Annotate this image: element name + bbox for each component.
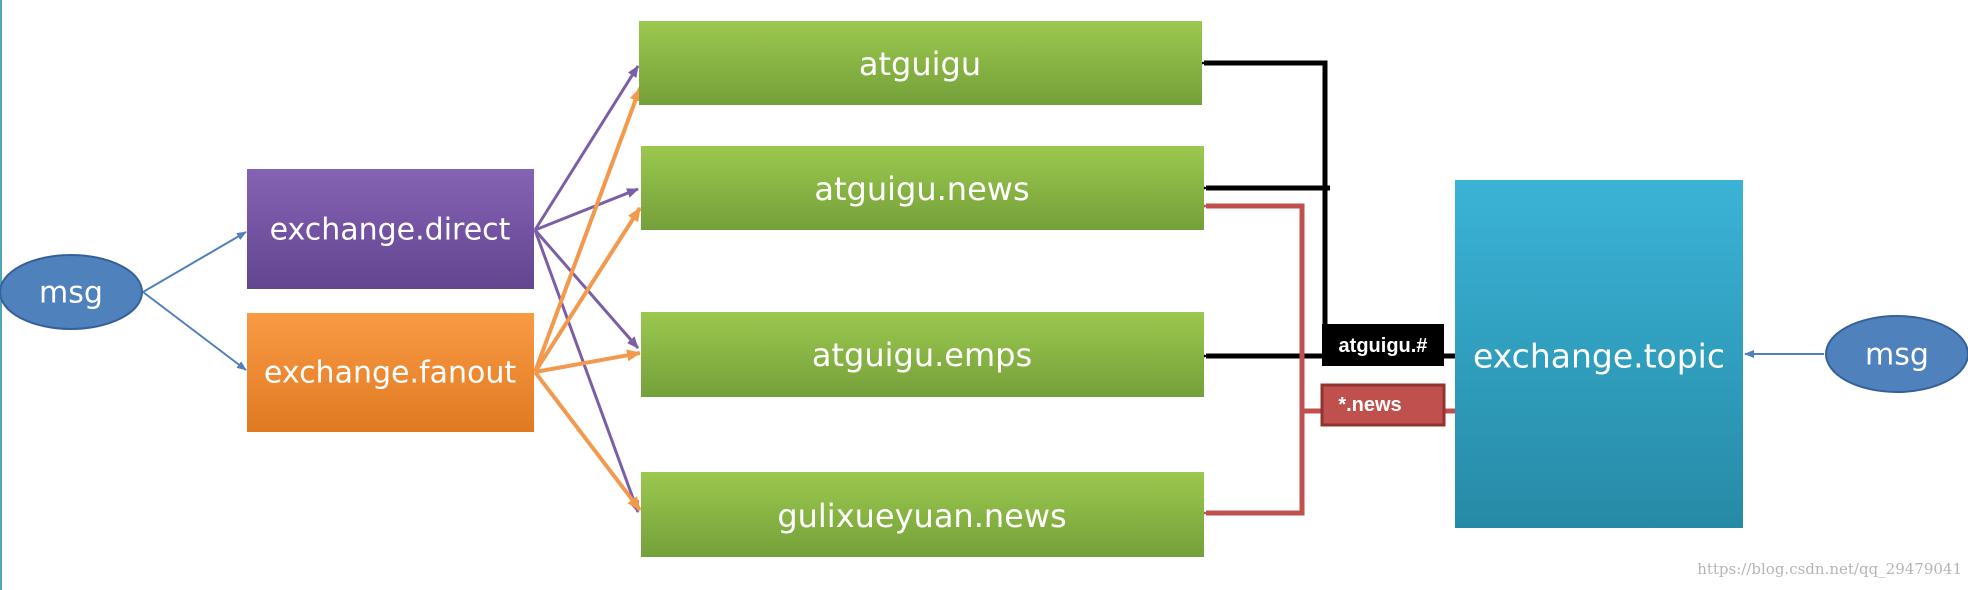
queue-atguigu: atguigu bbox=[639, 21, 1202, 105]
topic-to-atguigu-line bbox=[1218, 60, 1328, 356]
left-msg-ellipse bbox=[0, 254, 143, 330]
queue-atguigu-emps: atguigu.emps bbox=[641, 312, 1204, 397]
msg-to-direct-arrow bbox=[142, 231, 247, 293]
exchange-fanout-node: exchange.fanout bbox=[247, 313, 534, 432]
right-msg-label: msg bbox=[1865, 338, 1929, 373]
topic-to-gulixueyuan-news-line bbox=[1218, 411, 1305, 516]
direct-to-gulixueyuan-news-arrow bbox=[533, 229, 640, 513]
fanout-to-atguigu-news-arrow bbox=[533, 206, 642, 374]
queue-atguigu-news: atguigu.news bbox=[641, 146, 1204, 230]
queue-atguigu-emps-label: atguigu.emps bbox=[812, 336, 1032, 374]
direct-to-atguigu-arrow bbox=[533, 65, 640, 231]
exchange-direct-node: exchange.direct bbox=[247, 169, 534, 289]
binding-tag-atguigu-hash-label: atguigu.# bbox=[1339, 335, 1428, 357]
direct-arrows bbox=[533, 65, 640, 513]
fanout-to-atguigu-arrow bbox=[533, 87, 642, 373]
left-msg-node: msg bbox=[0, 254, 143, 330]
binding-tag-star-news: *.news bbox=[1320, 383, 1446, 427]
exchange-fanout-box bbox=[247, 313, 534, 432]
msg-to-fanout-arrow bbox=[142, 291, 247, 371]
fanout-to-atguigu-emps-arrow bbox=[534, 349, 641, 374]
queue-atguigu-box bbox=[639, 21, 1202, 105]
queue-atguigu-label: atguigu bbox=[859, 45, 981, 83]
queue-gulixueyuan-news: gulixueyuan.news bbox=[641, 472, 1204, 557]
right-msg-ellipse bbox=[1825, 315, 1968, 393]
exchange-topic-box bbox=[1455, 180, 1743, 528]
exchange-fanout-label: exchange.fanout bbox=[264, 356, 516, 391]
exchange-topic-label: exchange.topic bbox=[1473, 337, 1725, 376]
watermark-text: https://blog.csdn.net/qq_29479041 bbox=[1697, 560, 1962, 578]
queue-gulixueyuan-news-label: gulixueyuan.news bbox=[777, 497, 1066, 535]
topic-to-atguigu-news-red-line bbox=[1218, 203, 1456, 414]
direct-to-atguigu-news-arrow bbox=[534, 187, 639, 232]
exchange-direct-box bbox=[247, 169, 534, 289]
queue-atguigu-news-box bbox=[641, 146, 1204, 230]
binding-tag-atguigu-hash: atguigu.# bbox=[1322, 324, 1444, 366]
binding-tag-atguigu-hash-box bbox=[1322, 324, 1444, 366]
left-msg-label: msg bbox=[39, 276, 103, 311]
exchange-direct-label: exchange.direct bbox=[270, 213, 511, 248]
msg-arrows bbox=[142, 231, 247, 371]
queue-gulixueyuan-news-box bbox=[641, 472, 1204, 557]
binding-tag-star-news-label: *.news bbox=[1338, 394, 1401, 416]
queue-atguigu-news-label: atguigu.news bbox=[814, 170, 1029, 208]
right-msg-node: msg bbox=[1825, 315, 1968, 393]
fanout-to-gulixueyuan-news-arrow bbox=[533, 370, 642, 512]
topic-black-bindings bbox=[1190, 57, 1456, 362]
exchange-topic-node: exchange.topic bbox=[1455, 180, 1743, 528]
fanout-arrows bbox=[533, 87, 642, 512]
queue-atguigu-emps-box bbox=[641, 312, 1204, 397]
binding-tag-star-news-box bbox=[1320, 383, 1446, 427]
